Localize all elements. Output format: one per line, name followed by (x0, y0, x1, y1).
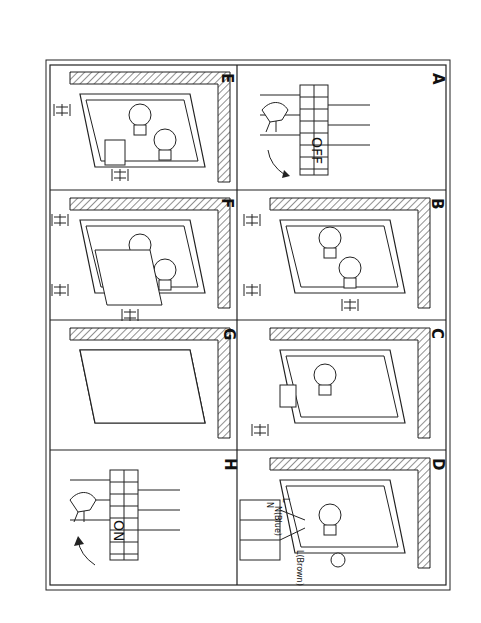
step-panel: E (50, 65, 237, 190)
step-letter: G (221, 328, 236, 340)
step-panel: D L(Brown) N(Blue)L N (237, 450, 446, 585)
step-letter: F (219, 198, 234, 208)
step-letter: H (222, 458, 237, 471)
step-letter: A (430, 73, 445, 85)
panel-label: N (265, 502, 273, 508)
step-letter: B (429, 198, 444, 209)
panel-label: ON (112, 520, 126, 542)
panel-label: L (281, 498, 289, 502)
step-panel: H ON (50, 450, 237, 585)
panel-label: N(Blue) (273, 506, 281, 536)
panel-label: OFF (310, 137, 324, 164)
step-panel: A OFF (237, 65, 446, 190)
step-panel: F (50, 190, 237, 320)
step-letter: D (430, 458, 445, 470)
step-letter: E (219, 73, 234, 83)
panel-label: L(Brown) (295, 550, 303, 586)
step-panel: B (237, 190, 446, 320)
step-letter: C (429, 328, 444, 339)
step-panel: C (237, 320, 446, 450)
step-panel: G (50, 320, 237, 450)
